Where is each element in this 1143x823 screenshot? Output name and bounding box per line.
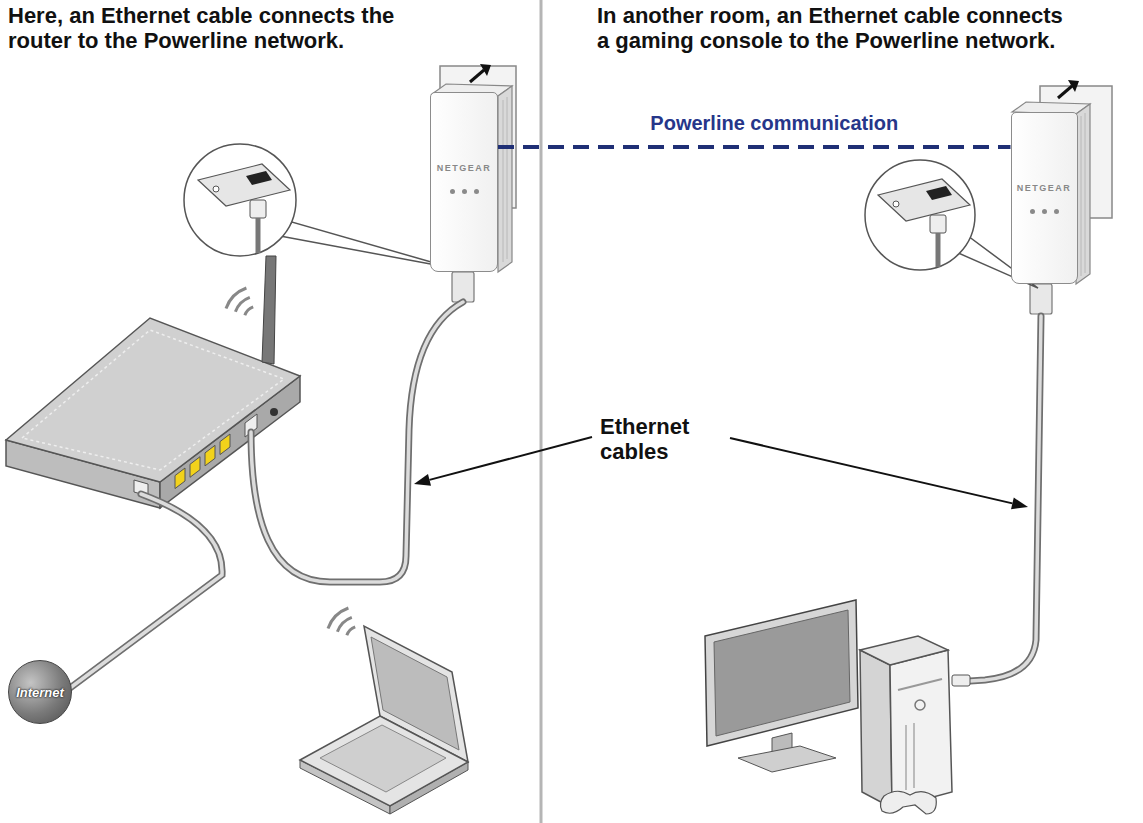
- plug-arrow-head: [480, 64, 491, 76]
- power-ring: [915, 700, 925, 710]
- lan-port: [205, 445, 215, 466]
- game-controller: [880, 791, 936, 814]
- reset-button: [893, 201, 899, 207]
- inset-circle: [865, 160, 975, 270]
- led-indicator: [474, 189, 479, 194]
- wifi-waves: [328, 608, 355, 635]
- laptop-keyboard: [320, 725, 446, 792]
- router-antenna: [262, 256, 276, 364]
- edge-label: Powerline communication: [650, 111, 898, 135]
- callout-label: Ethernet cables: [600, 414, 718, 464]
- led-indicator: [1042, 209, 1047, 214]
- console-front: [890, 650, 952, 808]
- callout-arrow: [430, 437, 593, 480]
- tv-stand-base: [738, 746, 836, 772]
- callout-arrow-head: [1011, 498, 1028, 510]
- led-row: [1030, 209, 1059, 214]
- callout-arrow-head: [414, 474, 431, 486]
- ethernet-plug: [930, 215, 946, 233]
- led-indicator: [450, 189, 455, 194]
- device-label: NETGEAR: [437, 163, 492, 173]
- power-jack: [270, 408, 278, 416]
- adapter-bottom: [198, 164, 290, 206]
- label-slot: Here, an Ethernet cable connects the rou…: [8, 3, 428, 53]
- ethernet-plug: [452, 272, 474, 302]
- ethernet-plug: [1030, 284, 1052, 314]
- room-divider: [540, 0, 543, 823]
- ethernet-port: [246, 171, 272, 185]
- lan-port: [175, 468, 185, 489]
- inset-circle: [184, 144, 296, 256]
- adapter-ribs: [503, 97, 507, 262]
- console-side: [860, 650, 892, 808]
- powerline-adapter: NETGEAR: [1011, 112, 1078, 284]
- laptop-base: [300, 716, 468, 806]
- ethernet-cable: [970, 316, 1041, 681]
- ethernet-cable: [970, 316, 1041, 681]
- ethernet-cable: [251, 302, 463, 582]
- led-indicator: [1054, 209, 1059, 214]
- tv-screen: [714, 610, 850, 736]
- label-slot: Ethernet cables: [600, 414, 718, 464]
- ethernet-plug: [250, 200, 266, 218]
- callout-arrow: [730, 438, 1012, 503]
- internet-cable: [70, 494, 222, 688]
- tv-frame: [705, 600, 858, 746]
- router-top: [6, 318, 300, 482]
- reset-button: [213, 186, 219, 192]
- router-trim: [22, 330, 284, 470]
- adapter-side: [498, 86, 512, 272]
- ethernet-cables: [70, 302, 1041, 688]
- lan-port: [220, 434, 230, 455]
- edge-label-slot: Powerline communication: [650, 111, 898, 135]
- device-label: NETGEAR: [1017, 183, 1072, 193]
- ethernet-cable: [251, 302, 463, 582]
- console-vents: [906, 723, 914, 790]
- plug-arrow-head: [1068, 80, 1079, 92]
- disc-slot: [898, 679, 942, 690]
- internet-globe: Internet: [8, 660, 72, 724]
- lan-port: [190, 457, 200, 478]
- inset-pointer: [280, 222, 452, 268]
- caption-heading: In another room, an Ethernet cable conne…: [597, 3, 1075, 53]
- led-row: [450, 189, 479, 194]
- plug-arrow: [470, 70, 484, 82]
- ethernet-cable: [256, 218, 261, 253]
- label-slot: In another room, an Ethernet cable conne…: [597, 3, 1075, 53]
- ethernet-port: [926, 186, 952, 200]
- adapter-side: [1076, 104, 1090, 284]
- led-indicator: [462, 189, 467, 194]
- caption-heading: Here, an Ethernet cable connects the rou…: [8, 3, 428, 53]
- adapter-ribs: [1081, 113, 1085, 276]
- adapter-bottom: [878, 179, 970, 221]
- plug-arrow: [1058, 86, 1072, 98]
- ethernet-plug: [952, 675, 970, 686]
- internet-cable: [70, 494, 222, 688]
- device-label: Internet: [16, 685, 64, 700]
- powerline-link: [498, 145, 1011, 149]
- wifi-waves: [226, 288, 253, 315]
- powerline-adapter: NETGEAR: [430, 92, 498, 272]
- led-indicator: [1030, 209, 1035, 214]
- console-top: [860, 636, 948, 665]
- ethernet-cable: [936, 233, 941, 267]
